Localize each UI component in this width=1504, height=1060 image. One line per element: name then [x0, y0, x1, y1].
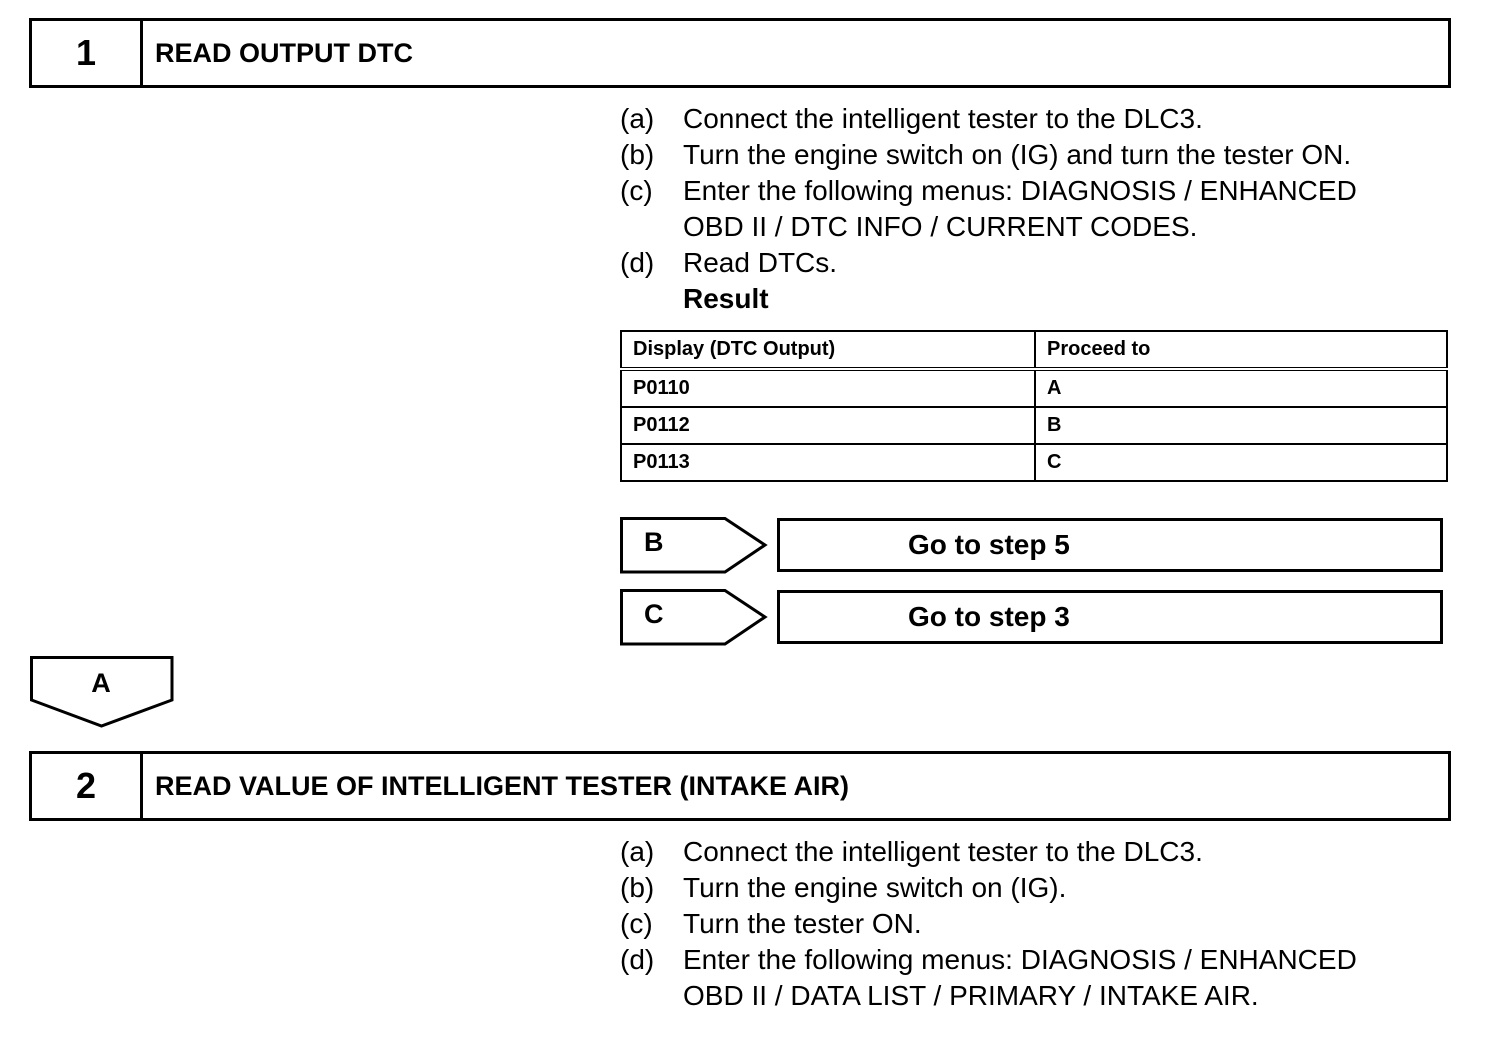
step-1-title: READ OUTPUT DTC [155, 37, 413, 68]
step-1-instructions: (a) Connect the intelligent tester to th… [620, 101, 1450, 317]
instruction-item: (d) Read DTCs. [620, 245, 1450, 281]
column-header-proceed: Proceed to [1034, 330, 1448, 371]
item-label: (b) [620, 872, 655, 903]
instruction-item: (b) Turn the engine switch on (IG) and t… [620, 137, 1450, 173]
item-text: Enter the following menus: DIAGNOSIS / E… [683, 175, 1357, 242]
instruction-item: (c) Turn the tester ON. [620, 906, 1450, 942]
step-2-title: READ VALUE OF INTELLIGENT TESTER (INTAKE… [155, 770, 849, 801]
table-header-row: Display (DTC Output) Proceed to [620, 330, 1448, 371]
item-label: (d) [620, 944, 655, 975]
item-label: (c) [620, 908, 653, 939]
step-2-header: 2 READ VALUE OF INTELLIGENT TESTER (INTA… [29, 751, 1451, 821]
instruction-item: (a) Connect the intelligent tester to th… [620, 101, 1450, 137]
branch-b-action: Go to step 5 [777, 518, 1443, 572]
table-cell: C [1034, 443, 1448, 482]
item-text: Turn the engine switch on (IG). [683, 872, 1067, 903]
instruction-item: (d) Enter the following menus: DIAGNOSIS… [620, 942, 1450, 1014]
branch-c-action: Go to step 3 [777, 590, 1443, 644]
branch-letter: B [644, 527, 664, 557]
item-text: Enter the following menus: DIAGNOSIS / E… [683, 944, 1357, 1011]
right-arrow-icon [620, 589, 768, 646]
item-text: Turn the tester ON. [683, 908, 922, 939]
branch-c-arrow: C [620, 589, 768, 647]
table-cell: P0110 [620, 368, 1036, 408]
step-2-number: 2 [32, 754, 143, 818]
continue-a-arrow: A [30, 656, 176, 730]
item-label: (d) [620, 247, 655, 278]
instruction-item: (a) Connect the intelligent tester to th… [620, 834, 1450, 870]
right-arrow-icon [620, 517, 768, 574]
result-heading: Result [683, 283, 769, 314]
item-text: Turn the engine switch on (IG) and turn … [683, 139, 1352, 170]
table-cell: P0112 [620, 406, 1036, 445]
item-text: Read DTCs. [683, 247, 838, 278]
step-1-number: 1 [32, 21, 143, 85]
item-label: (c) [620, 175, 653, 206]
table-cell: B [1034, 406, 1448, 445]
item-label: (a) [620, 836, 655, 867]
instruction-item: (c) Enter the following menus: DIAGNOSIS… [620, 173, 1450, 245]
branch-b-arrow: B [620, 517, 768, 575]
instruction-item: (b) Turn the engine switch on (IG). [620, 870, 1450, 906]
table-row: P0112 B [620, 406, 1448, 445]
branch-letter: C [644, 599, 664, 629]
item-text: Connect the intelligent tester to the DL… [683, 103, 1203, 134]
column-header-display: Display (DTC Output) [620, 330, 1036, 371]
table-cell: A [1034, 368, 1448, 408]
table-cell: P0113 [620, 443, 1036, 482]
item-text: Connect the intelligent tester to the DL… [683, 836, 1203, 867]
continue-letter: A [91, 668, 111, 698]
step-2-instructions: (a) Connect the intelligent tester to th… [620, 834, 1450, 1014]
table-row: P0113 C [620, 443, 1448, 482]
down-arrow-icon [30, 656, 174, 728]
table-row: P0110 A [620, 368, 1448, 408]
step-1-header: 1 READ OUTPUT DTC [29, 18, 1451, 88]
item-label: (b) [620, 139, 655, 170]
item-label: (a) [620, 103, 655, 134]
result-table: Display (DTC Output) Proceed to P0110 A … [620, 330, 1448, 482]
